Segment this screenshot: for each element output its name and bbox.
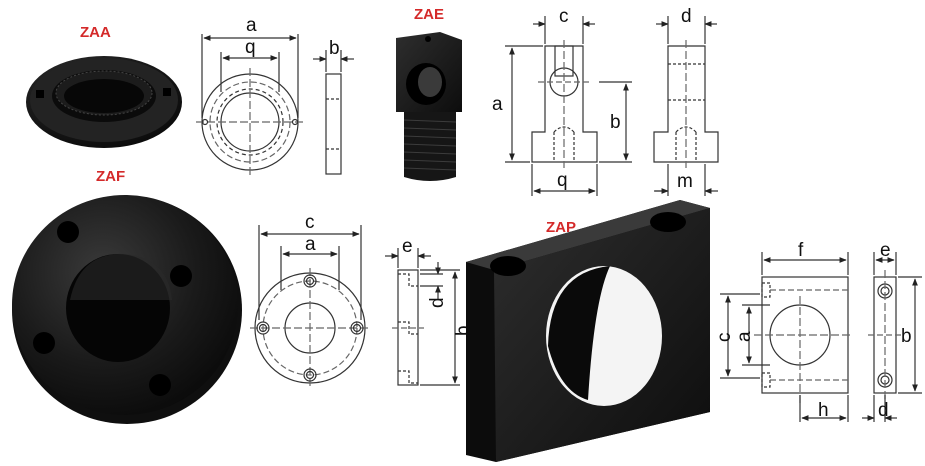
zaa-dim-q: q xyxy=(245,37,256,58)
zae-dim-d: d xyxy=(681,6,692,27)
zaf-photo xyxy=(12,195,242,424)
zaf-group: ZAF c xyxy=(12,168,474,424)
zaf-drawing-front xyxy=(250,225,370,388)
zap-dim-a: a xyxy=(734,331,755,342)
zaf-dim-e: e xyxy=(402,236,413,257)
zae-photo xyxy=(396,32,462,181)
zap-dim-h: h xyxy=(818,400,829,421)
zaf-dim-a: a xyxy=(305,234,316,255)
zap-dim-e: e xyxy=(880,240,891,261)
zap-group: ZAP xyxy=(466,200,922,462)
zaa-photo xyxy=(26,56,182,148)
zae-dim-b: b xyxy=(610,112,621,133)
product-label-zae: ZAE xyxy=(414,6,444,23)
product-label-zaf: ZAF xyxy=(96,168,125,185)
zap-dim-f: f xyxy=(798,240,804,261)
zap-drawing-side xyxy=(862,252,922,422)
zaf-drawing-side xyxy=(385,248,460,386)
zaa-dim-a: a xyxy=(246,15,257,36)
zaf-dim-d: d xyxy=(427,297,448,308)
zae-dim-q: q xyxy=(557,170,568,191)
product-label-zap: ZAP xyxy=(546,219,576,236)
zae-dim-m: m xyxy=(677,171,693,192)
zae-drawing-front xyxy=(505,16,632,196)
product-label-zaa: ZAA xyxy=(80,24,111,41)
zap-dim-d: d xyxy=(878,400,889,421)
zaa-drawing-side xyxy=(313,50,354,175)
zap-drawing-front xyxy=(720,252,852,422)
zae-drawing-side xyxy=(653,16,719,196)
zaf-dim-c: c xyxy=(305,212,315,233)
zaa-drawing-front xyxy=(196,34,304,176)
zap-photo xyxy=(466,200,710,462)
zae-dim-c: c xyxy=(559,6,569,27)
zap-dim-c: c xyxy=(714,333,735,343)
zap-dim-b: b xyxy=(901,326,912,347)
zae-dim-a: a xyxy=(492,94,503,115)
zaf-dim-b: b xyxy=(453,325,474,336)
zae-group: ZAE xyxy=(396,6,719,196)
zaa-group: ZAA a q xyxy=(26,15,354,176)
zaa-dim-b: b xyxy=(329,38,340,59)
